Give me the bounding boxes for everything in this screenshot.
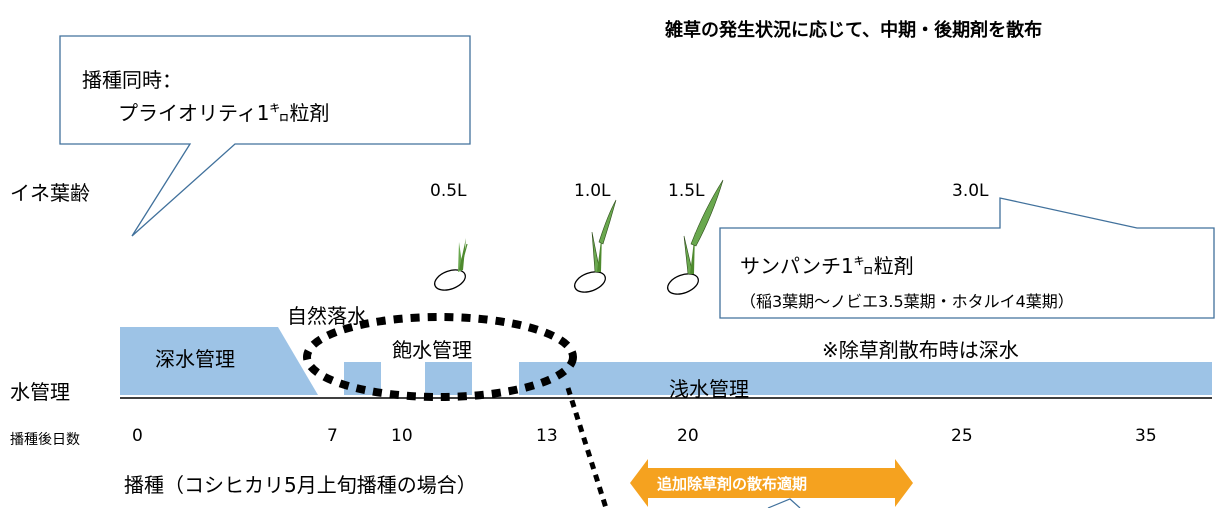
callout-right-line2: （稲3葉期～ノビエ3.5葉期・ホタルイ4葉期） [740,292,1074,311]
day-tick: 20 [677,426,699,446]
callout-top-left-line1: 播種同時： [82,68,182,92]
extra-herbicide-period-label: 追加除草剤の散布適期 [657,475,808,493]
seed-sprout-icon [667,179,724,295]
diagram-title: 雑草の発生状況に応じて、中期・後期剤を散布 [665,20,1043,41]
callout-top-left-shape [59,35,471,237]
leaf-age-stage: 1.5L [668,181,705,201]
day-tick: 25 [951,426,973,446]
herbicide-deep-water-note: ※除草剤散布時は深水 [822,338,1019,362]
natural-drain-label: 自然落水 [287,304,367,328]
shallow-water-label: 浅水管理 [669,377,749,401]
saturated-period-highlight [303,313,577,401]
leaf-age-stage: 3.0L [952,181,989,201]
callout-right-shape [719,197,1215,319]
days-after-sowing-label: 播種後日数 [10,432,80,448]
callout-top-left-line2: プライオリティ1㌔粒剤 [118,101,330,125]
callout-right-line1: サンパンチ1㌔粒剤 [740,254,914,278]
shallow-water-bar [519,362,1212,395]
day-tick: 13 [536,426,558,446]
day-tick: 7 [327,426,338,446]
water-bars [120,327,1212,395]
saturated-bar-2 [425,362,472,395]
double-arrow-icon [630,459,913,507]
leaf-age-stage: 0.5L [430,181,467,201]
seed-sprout-icon [434,238,468,291]
sowing-note: 播種（コシヒカリ5月上旬播種の場合） [124,473,477,497]
deep-water-bar [120,327,318,395]
callout-tail-fragment [767,498,801,508]
highlight-connector-line [565,387,609,508]
leaf-age-label: イネ葉齢 [10,181,90,205]
deep-water-label: 深水管理 [155,347,235,371]
day-tick: 35 [1135,426,1157,446]
day-tick: 10 [391,426,413,446]
leaf-age-stage: 1.0L [574,181,611,201]
day-tick: 0 [132,426,143,446]
seed-sprout-icon [574,199,617,293]
water-management-label: 水管理 [10,380,70,404]
saturated-water-label: 飽水管理 [392,338,472,362]
